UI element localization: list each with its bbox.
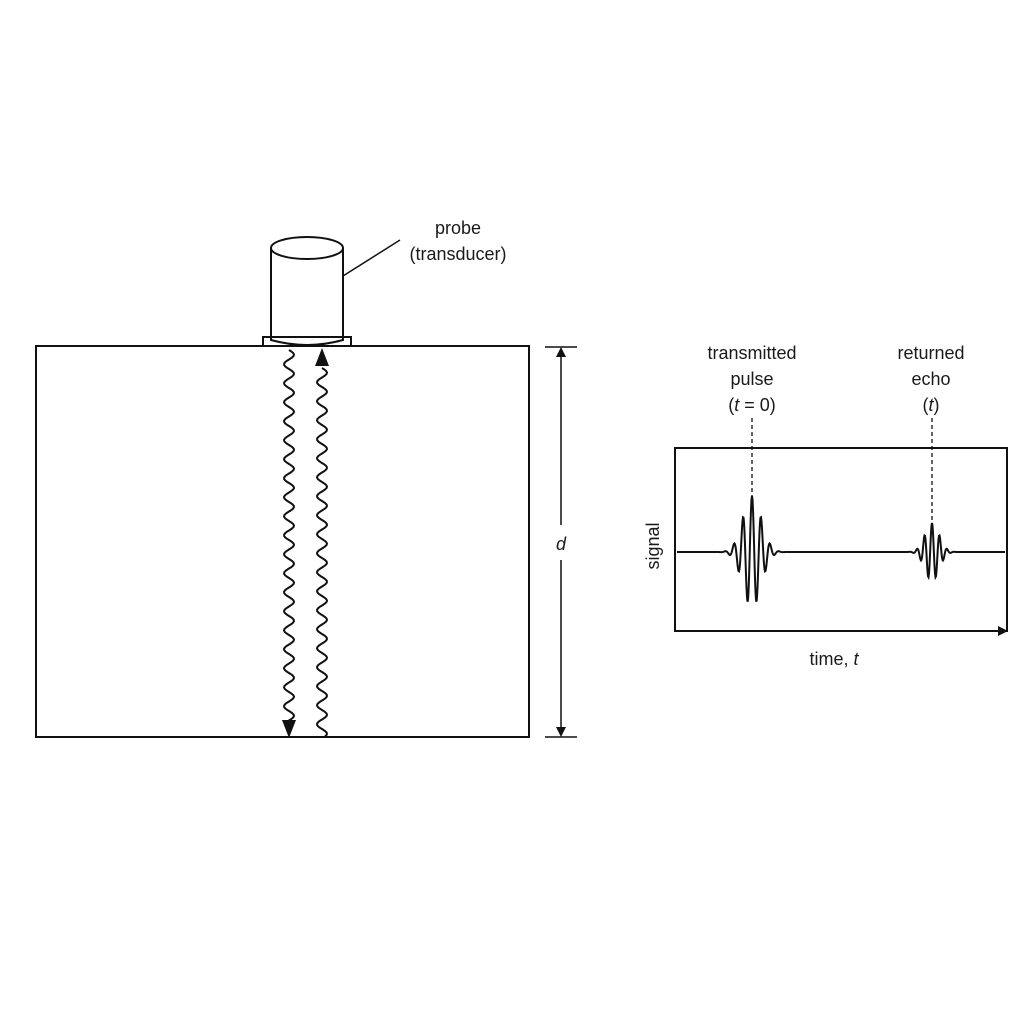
probe-cylinder-body bbox=[270, 248, 344, 346]
signal-axis-label: signal bbox=[643, 522, 663, 569]
echo-wave-arrowhead bbox=[315, 348, 329, 366]
time-axis-label: time, t bbox=[809, 649, 859, 669]
transmitted-wave-path bbox=[282, 349, 296, 723]
probe-cylinder-top bbox=[270, 236, 344, 260]
echo-label-line1: returned bbox=[897, 343, 964, 363]
probe-label-line1: probe bbox=[435, 218, 481, 238]
thickness-label: d bbox=[556, 534, 567, 554]
transmitted-pulse-time-label: (t = 0) bbox=[728, 395, 776, 415]
transmitted-wave-arrowhead bbox=[282, 720, 296, 738]
signal-trace bbox=[677, 495, 1005, 602]
echo-time-label: (t) bbox=[922, 395, 939, 415]
probe-label-line2: (transducer) bbox=[409, 244, 506, 264]
signal-plot-frame bbox=[674, 447, 1008, 632]
transmitted-pulse-label-line1: transmitted bbox=[707, 343, 796, 363]
echo-label-line2: echo bbox=[911, 369, 950, 389]
transmitted-pulse-label-line2: pulse bbox=[730, 369, 773, 389]
specimen-block bbox=[35, 345, 530, 738]
probe-transducer bbox=[262, 236, 352, 347]
echo-wave-path bbox=[315, 367, 329, 738]
probe-leader-line bbox=[342, 239, 401, 277]
